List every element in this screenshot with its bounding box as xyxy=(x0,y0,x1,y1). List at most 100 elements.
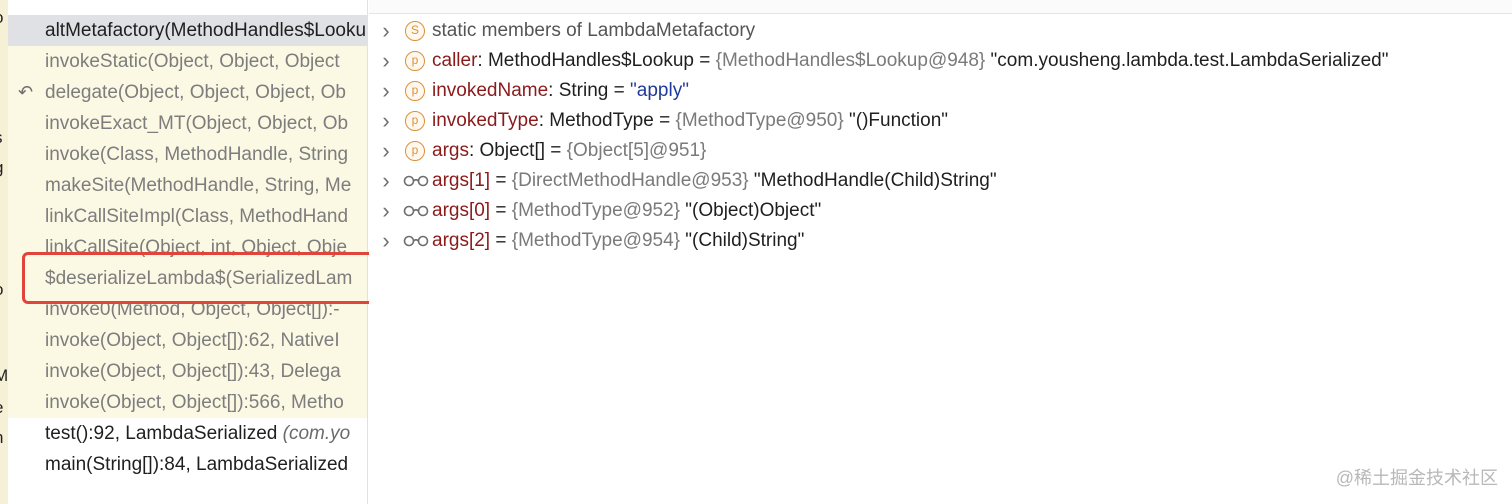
watch-glasses-icon xyxy=(403,175,429,187)
equals-sign: = xyxy=(693,50,716,71)
object-reference: {Object[5]@951} xyxy=(566,140,707,161)
frame-label: linkCallSiteImpl(Class, MethodHand xyxy=(45,206,349,227)
watch-glasses-icon xyxy=(403,235,429,247)
variable-type: : MethodType xyxy=(538,110,654,131)
parameter-badge-icon: p xyxy=(405,81,425,101)
chevron-right-icon[interactable]: › xyxy=(382,168,390,193)
watermark-text: @稀土掘金技术社区 xyxy=(1335,468,1498,488)
gutter-letter: M xyxy=(0,366,9,385)
frame-label: invoke(Object, Object[]):566, Metho xyxy=(45,392,344,413)
frame-row[interactable]: linkCallSite(Object, int, Object, Obje xyxy=(8,232,367,263)
chevron-right-icon[interactable]: › xyxy=(382,78,390,103)
frame-label: invokeStatic(Object, Object, Object xyxy=(45,51,340,72)
gutter-letter: o xyxy=(0,280,3,300)
variable-name: args[1] xyxy=(432,170,491,191)
variable-type: : Object[] xyxy=(468,140,545,161)
frame-label: invoke(Object, Object[]):62, NativeI xyxy=(45,330,340,351)
frame-row[interactable]: invoke(Object, Object[]):62, NativeI xyxy=(8,325,367,356)
watermark: @稀土掘金技术社区 xyxy=(1336,464,1498,490)
variable-row[interactable]: › p invokedName: String = "apply" xyxy=(369,76,1509,106)
frame-row[interactable]: invoke0(Method, Object, Object[]):- xyxy=(8,294,367,325)
chevron-right-icon[interactable]: › xyxy=(382,198,390,223)
frame-label: altMetafactory(MethodHandles$Lookup xyxy=(45,20,368,41)
gutter-letter: e xyxy=(0,398,3,418)
variable-text: invokedName: String = "apply" xyxy=(432,76,689,106)
equals-sign: = xyxy=(490,200,512,221)
variable-value: "(Object)Object" xyxy=(680,200,822,221)
frame-row[interactable]: invoke(Object, Object[]):566, Metho xyxy=(8,387,367,418)
frame-row[interactable]: $deserializeLambda$(SerializedLam xyxy=(8,263,367,294)
object-reference: {DirectMethodHandle@953} xyxy=(511,170,749,191)
variable-text: args: Object[] = {Object[5]@951} xyxy=(432,136,706,166)
variable-type: : MethodHandles$Lookup xyxy=(477,50,694,71)
parameter-badge-icon: p xyxy=(405,51,425,71)
frame-label: $deserializeLambda$(SerializedLam xyxy=(45,268,353,289)
static-keyword: static xyxy=(432,20,477,41)
frame-row[interactable]: invokeStatic(Object, Object, Object xyxy=(8,46,367,77)
frame-row[interactable]: makeSite(MethodHandle, String, Me xyxy=(8,170,367,201)
frame-label: test():92, LambdaSerialized xyxy=(45,423,283,444)
variable-name: args[2] xyxy=(432,230,491,251)
variable-name: args[0] xyxy=(432,200,491,221)
frame-package: (com.yo xyxy=(282,423,351,444)
frame-row[interactable]: linkCallSiteImpl(Class, MethodHand xyxy=(8,201,367,232)
chevron-right-icon[interactable]: › xyxy=(382,18,390,43)
frames-partial-header: ⋯ ⋯ ⋯ xyxy=(8,0,367,4)
variable-row[interactable]: › args[2] = {MethodType@954} "(Child)Stri… xyxy=(369,226,1509,256)
equals-sign: = xyxy=(490,170,512,191)
variable-name: invokedName xyxy=(432,80,549,101)
object-reference: {MethodType@950} xyxy=(675,110,844,131)
frame-row[interactable]: invoke(Object, Object[]):43, Delega xyxy=(8,356,367,387)
frame-row[interactable]: main(String[]):84, LambdaSerialized xyxy=(8,449,367,480)
variable-row[interactable]: › args[1] = {DirectMethodHandle@953} "Met… xyxy=(369,166,1509,196)
chevron-right-icon[interactable]: › xyxy=(382,48,390,73)
equals-sign: = xyxy=(653,110,676,131)
frame-row[interactable]: ↶delegate(Object, Object, Object, Ob xyxy=(8,77,367,108)
watch-glasses-icon xyxy=(403,205,429,217)
variable-name: invokedType xyxy=(432,110,539,131)
frame-row[interactable]: test():92, LambdaSerialized (com.yo xyxy=(8,418,367,449)
chevron-right-icon[interactable]: › xyxy=(382,108,390,133)
frame-label: invoke(Object, Object[]):43, Delega xyxy=(45,361,341,382)
frame-label: linkCallSite(Object, int, Object, Obje xyxy=(45,237,348,258)
variable-text: invokedType: MethodType = {MethodType@95… xyxy=(432,106,948,136)
static-members-label: members of LambdaMetafactory xyxy=(476,20,756,41)
frame-row[interactable]: invoke(Class, MethodHandle, String xyxy=(8,139,367,170)
frame-row[interactable]: altMetafactory(MethodHandles$Lookup xyxy=(8,15,368,46)
gutter-letter: g xyxy=(0,158,3,178)
variables-header xyxy=(369,0,1512,14)
variable-name: args xyxy=(432,140,469,161)
string-literal: "apply" xyxy=(630,80,689,101)
variable-text: args[1] = {DirectMethodHandle@953} "Meth… xyxy=(432,166,997,196)
chevron-right-icon[interactable]: › xyxy=(382,138,390,163)
chevron-right-icon[interactable]: › xyxy=(382,228,390,253)
variable-value: "com.yousheng.lambda.test.LambdaSerializ… xyxy=(985,50,1389,71)
gutter-letter: s xyxy=(0,128,3,148)
variable-row[interactable]: › args[0] = {MethodType@952} "(Object)Obj… xyxy=(369,196,1509,226)
equals-sign: = xyxy=(608,80,631,101)
frame-label: invoke(Class, MethodHandle, String xyxy=(45,144,349,165)
gutter-letter: n xyxy=(0,428,3,448)
variable-text: caller: MethodHandles$Lookup = {MethodHa… xyxy=(432,46,1389,76)
frame-label: makeSite(MethodHandle, String, Me xyxy=(45,175,352,196)
parameter-badge-icon: p xyxy=(405,141,425,161)
variable-text: args[0] = {MethodType@952} "(Object)Obje… xyxy=(432,196,821,226)
frame-label: main(String[]):84, LambdaSerialized xyxy=(45,454,349,475)
variable-row[interactable]: › p invokedType: MethodType = {MethodType@… xyxy=(369,106,1509,136)
parameter-badge-icon: p xyxy=(405,111,425,131)
variable-value: "(Child)String" xyxy=(680,230,805,251)
variable-row[interactable]: › p caller: MethodHandles$Lookup = {Method… xyxy=(369,46,1509,76)
frame-label: delegate(Object, Object, Object, Ob xyxy=(45,82,346,103)
editor-gutter: ottsg(lotMeni xyxy=(0,0,8,504)
variable-type: : String xyxy=(548,80,609,101)
object-reference: {MethodType@954} xyxy=(511,230,680,251)
object-reference: {MethodType@952} xyxy=(511,200,680,221)
frames-panel: ⋯ ⋯ ⋯ altMetafactory(MethodHandles$Looku… xyxy=(8,0,368,504)
equals-sign: = xyxy=(545,140,567,161)
object-reference: {MethodHandles$Lookup@948} xyxy=(715,50,986,71)
equals-sign: = xyxy=(490,230,512,251)
frame-row[interactable]: invokeExact_MT(Object, Object, Ob xyxy=(8,108,367,139)
